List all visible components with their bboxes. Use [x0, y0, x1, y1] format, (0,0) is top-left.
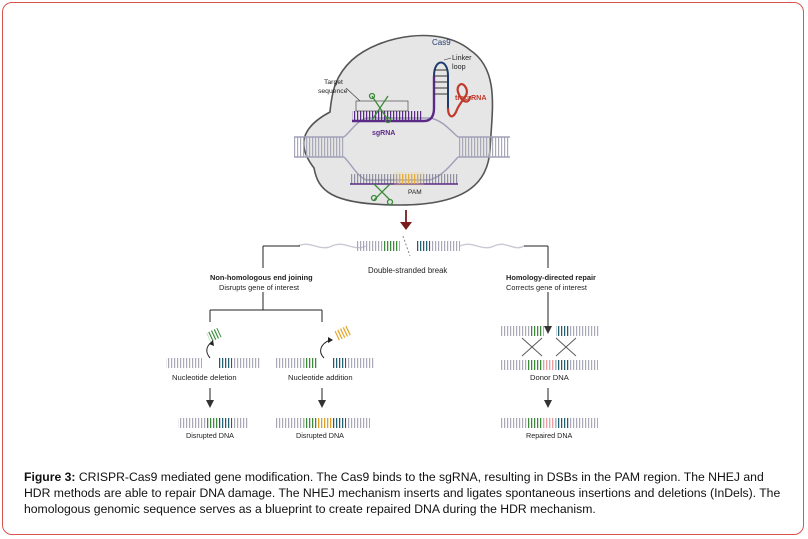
tracrrna-loop	[446, 83, 472, 118]
figure-caption: Figure 3: CRISPR-Cas9 mediated gene modi…	[24, 469, 784, 517]
linker-loop-label-1: Linker	[452, 53, 472, 62]
linker-loop-label-2: loop	[452, 62, 466, 71]
down-arrow-icon	[400, 210, 412, 230]
donor-dna-label: Donor DNA	[530, 373, 570, 382]
nucleotide-addition-label: Nucleotide addition	[288, 373, 353, 382]
disrupted-dna-label-2: Disrupted DNA	[296, 431, 344, 440]
genomic-dna	[294, 117, 510, 186]
tracrrna-label: tracrRNA	[455, 93, 487, 102]
cas9-label: Cas9	[432, 38, 451, 47]
nucleotide-deletion-label: Nucleotide deletion	[172, 373, 237, 382]
caption-text: CRISPR-Cas9 mediated gene modification. …	[24, 470, 781, 516]
dsb-label: Double-stranded break	[368, 266, 447, 275]
crispr-diagram: Cas9 Linker loop tracrRNA Target sequenc…	[166, 34, 600, 440]
nhej-title: Non-homologous end joining	[210, 273, 313, 282]
target-sequence-label-1: Target	[324, 79, 343, 86]
sgrna-label: sgRNA	[372, 130, 395, 137]
nhej-subtitle: Disrupts gene of interest	[219, 283, 299, 292]
nucleotide-deletion-panel: Nucleotide deletion Disrupted DNA	[166, 327, 260, 440]
scissors-icon-top	[368, 92, 392, 124]
hdr-subtitle: Corrects gene of interest	[506, 283, 587, 292]
caption-label: Figure 3:	[24, 470, 76, 484]
disrupted-dna-label-1: Disrupted DNA	[186, 431, 234, 440]
double-strand-break: Double-stranded break	[297, 235, 525, 275]
hdr-title: Homology-directed repair	[506, 273, 596, 282]
hdr-panel: Donor DNA Repaired DNA	[500, 326, 600, 440]
branch-lines	[209, 245, 552, 334]
scissors-icon-bottom	[370, 183, 394, 206]
repaired-dna-label: Repaired DNA	[526, 431, 573, 440]
target-sequence-label-2: sequence	[318, 88, 348, 95]
pam-label: PAM	[408, 189, 422, 196]
cas9-complex: Cas9 Linker loop tracrRNA Target sequenc…	[294, 34, 510, 206]
nucleotide-addition-panel: Nucleotide addition Disrupted DNA	[276, 325, 374, 440]
sgrna-strand	[352, 61, 449, 123]
